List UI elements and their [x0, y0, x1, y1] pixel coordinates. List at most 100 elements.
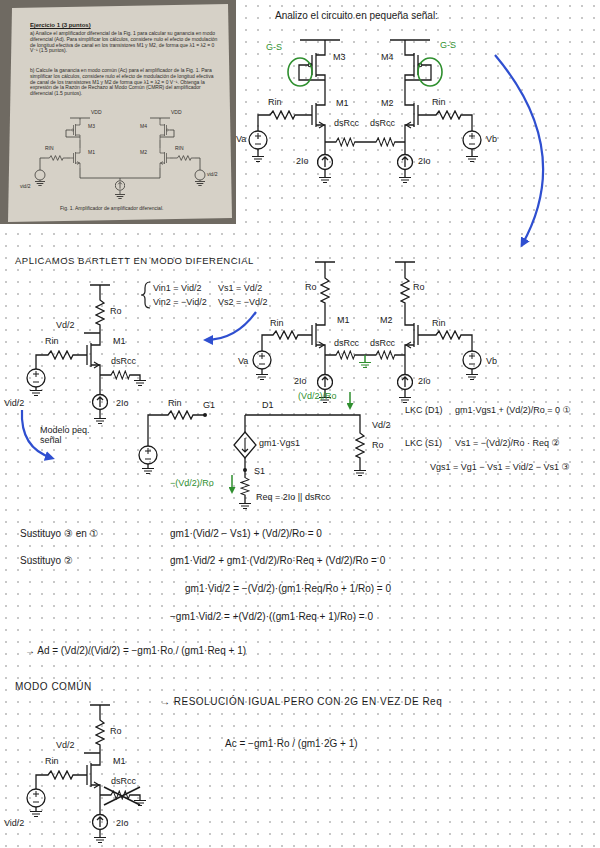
handwritten-label: G1 — [203, 400, 215, 410]
node-dot — [243, 468, 247, 472]
handwritten-label: Ro — [110, 306, 122, 316]
handwritten-label: dsRcc — [370, 118, 395, 128]
flow-arrow — [495, 55, 543, 245]
paper-sheet — [8, 4, 232, 222]
handwritten-label: Ro — [372, 440, 384, 450]
resistor-symbol — [96, 712, 104, 752]
handwritten-label: M1 — [113, 336, 126, 346]
handwritten-label: Ro — [413, 282, 425, 292]
nmos-symbol — [80, 335, 100, 375]
handwritten-label: MODO COMÚN — [15, 681, 92, 693]
exam-text: Ejercicio 1 (3 puntos) — [30, 22, 91, 29]
ground-symbol — [134, 801, 146, 806]
polarity-mark — [145, 448, 151, 459]
handwritten-label: Vd/2 — [56, 740, 75, 750]
voltage-source — [27, 369, 45, 387]
handwritten-label: 2Io — [294, 376, 307, 386]
full-circuit — [249, 40, 481, 183]
handwritten-label: M4 — [381, 52, 394, 62]
pmos-symbol — [305, 45, 325, 85]
exam-text: Fig. 1. Amplificador de amplificador dif… — [60, 206, 163, 212]
ground-symbol — [256, 375, 268, 380]
resistor-symbol — [265, 331, 305, 339]
handwritten-label: Rin — [270, 318, 284, 328]
handwritten-label: → RESOLUCIÓN IGUAL PERO CON 2G EN VEZ DE… — [160, 696, 442, 708]
handwritten-label: Va — [236, 134, 246, 144]
exam-text: vid/2 — [207, 172, 218, 178]
nmos-symbol — [405, 315, 425, 355]
handwritten-label: M2 — [381, 98, 394, 108]
pmos-symbol — [70, 120, 80, 140]
current-source — [115, 178, 124, 193]
pmos-symbol — [405, 45, 425, 85]
handwritten-label: Sustituyo ② — [20, 555, 73, 567]
resistor-symbol — [370, 138, 400, 146]
handwritten-label: Rin — [268, 97, 282, 107]
resistor-symbol — [370, 351, 400, 359]
handwritten-label: M3 — [333, 52, 346, 62]
virtual-ground — [359, 363, 371, 368]
handwritten-label: Vb — [486, 134, 497, 144]
dependent-source — [234, 432, 256, 458]
exam-text: vid/2 — [20, 184, 31, 190]
highlight-circle — [288, 58, 312, 86]
exam-circuit — [35, 118, 205, 199]
handwritten-label: −gm1·Vid/2 = +(Vd/2)·((gm1·Req + 1)/Ro) … — [170, 611, 373, 623]
polarity-mark — [33, 791, 39, 802]
handwritten-label: Vd/2 — [56, 320, 75, 330]
handwritten-label: Rin — [168, 398, 182, 408]
ground-symbol — [195, 181, 205, 185]
handwritten-label: Rin — [45, 336, 59, 346]
handwritten-label: Va — [238, 356, 248, 366]
handwritten-label: Rin — [432, 97, 446, 107]
ground-symbol — [142, 469, 154, 474]
resistor-symbol — [173, 156, 195, 161]
current-source — [398, 370, 413, 394]
handwritten-label: M1 — [336, 98, 349, 108]
nmos-symbol — [80, 755, 100, 795]
nmos-symbol — [405, 95, 425, 135]
ground-symbol — [94, 419, 106, 424]
photo-background — [0, 0, 236, 224]
handwritten-label: G-S — [266, 42, 282, 52]
handwritten-label: Vb — [486, 356, 497, 366]
ground-symbol — [94, 838, 106, 843]
resistor-symbol — [160, 411, 200, 419]
wire — [148, 415, 360, 503]
handwritten-label: gm1·Vid/2 + gm1·(Vd/2)/Ro·Req + (Vd/2)/R… — [170, 555, 385, 567]
ground-symbol — [399, 178, 411, 183]
ground-symbol — [239, 504, 251, 509]
handwritten-label: 2Io — [116, 398, 129, 408]
handwritten-label: Vin1 = Vid/2 — [153, 283, 201, 293]
resistor-symbol — [45, 156, 67, 161]
wire — [36, 705, 140, 837]
ground-symbol — [354, 471, 366, 476]
voltage-source — [195, 170, 205, 180]
handwritten-label: D1 — [262, 400, 274, 410]
handwritten-label: APLICAMOS BARTLETT EN MODO DIFERENCIAL — [15, 256, 254, 267]
handwritten-label: Modelo peq. señal — [40, 425, 100, 446]
handwritten-label: Vgs1 = Vg1 − Vs1 = Vid/2 − Vs1 ③ — [430, 462, 595, 472]
handwritten-label: Ro — [305, 282, 317, 292]
resistor-symbol — [262, 111, 302, 119]
voltage-source — [35, 170, 45, 180]
ground-symbol — [466, 157, 478, 162]
nmos-symbol — [70, 148, 80, 168]
handwritten-label: 2Io — [116, 818, 129, 828]
nmos-symbol — [160, 148, 170, 168]
handwritten-label: Vid/2 — [4, 398, 24, 408]
virtual-ground-wire — [364, 355, 366, 362]
nmos-symbol — [305, 315, 325, 355]
handwritten-label: gm1·(Vid/2 − Vs1) + (Vd/2)/Ro = 0 — [170, 528, 322, 540]
pmos-symbol — [160, 120, 170, 140]
handwritten-label: 2Io — [418, 156, 431, 166]
wire — [36, 285, 140, 418]
handwritten-label: Vid/2 — [4, 818, 24, 828]
half-circuit — [27, 282, 150, 424]
small-signal-model — [139, 392, 366, 509]
voltage-source — [27, 789, 45, 807]
handwritten-label: Ac = −gm1·Ro / (gm1·2G + 1) — [225, 738, 358, 750]
current-source — [93, 810, 108, 834]
handwritten-label: Rin — [432, 318, 446, 328]
